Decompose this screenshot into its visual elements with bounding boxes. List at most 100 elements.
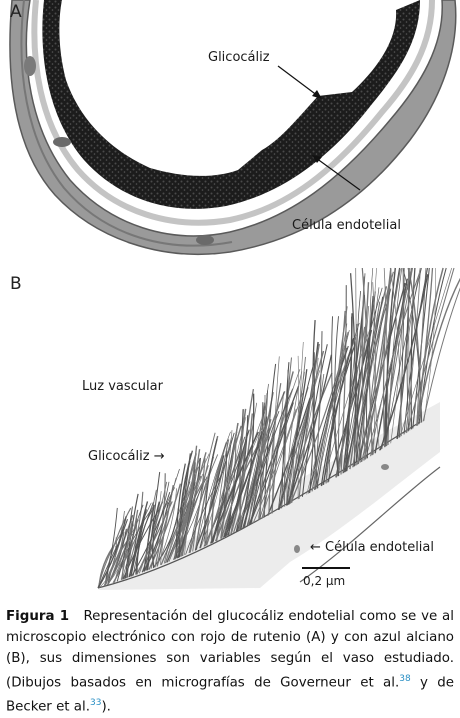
glycocalyx-fiber — [345, 313, 353, 472]
glycocalyx-fiber — [205, 452, 224, 546]
glycocalyx-fiber — [373, 267, 380, 451]
glycocalyx-fiber — [143, 504, 155, 572]
glycocalyx-fiber — [220, 422, 239, 539]
glycocalyx-fiber — [138, 481, 168, 574]
glycocalyx-fiber — [122, 509, 160, 580]
glycocalyx-fiber — [163, 481, 191, 564]
glycocalyx-fiber — [263, 368, 301, 518]
figure-label: Figura 1 — [6, 609, 70, 624]
glycocalyx-fiber — [308, 345, 349, 494]
glycocalyx-fiber — [277, 369, 289, 511]
glycocalyx-fiber — [263, 363, 277, 518]
glycocalyx-fiber — [286, 363, 315, 506]
glycocalyx-fiber — [249, 402, 294, 525]
glycocalyx-fiber — [98, 541, 117, 588]
panel-b-image — [97, 267, 460, 590]
caption-ref-38[interactable]: 38 — [399, 674, 411, 684]
glycocalyx-fiber — [352, 301, 381, 468]
glycocalyx-fiber — [298, 343, 320, 499]
glycocalyx-fiber — [233, 402, 266, 533]
glycocalyx-fiber — [328, 330, 350, 482]
caption-text-2: y de Becker et al. — [6, 675, 454, 715]
glycocalyx-fiber — [361, 269, 401, 462]
glycocalyx-fiber — [230, 413, 253, 534]
glycocalyx-fiber — [146, 471, 161, 571]
glycocalyx-fiber — [247, 419, 272, 526]
glycocalyx-fiber — [382, 267, 392, 448]
glycocalyx-fiber — [271, 371, 294, 514]
panel-b-micrograph: B Luz vascular Glicocáliz → ← Célula end… — [0, 262, 460, 595]
glycocalyx-fiber — [322, 337, 355, 485]
glycocalyx-fiber — [204, 436, 246, 547]
glycocalyx-fiber — [160, 478, 177, 566]
panel-b-letter: B — [10, 274, 22, 294]
glycocalyx-fiber — [261, 393, 303, 519]
glycocalyx-fiber — [286, 371, 303, 506]
glycocalyx-fiber — [379, 274, 429, 451]
figure-caption: Figura 1 Representación del glucocáliz e… — [6, 606, 454, 718]
glycocalyx-fiber — [355, 296, 384, 466]
glycocalyx-fiber — [374, 278, 409, 454]
glycocalyx-fiber — [248, 385, 300, 526]
glycocalyx-fiber — [120, 521, 133, 580]
glycocalyx-fiber — [242, 406, 265, 529]
panel-a-glycocalyx-label: Glicocáliz — [208, 50, 270, 65]
glycocalyx-fiber — [286, 354, 333, 506]
glycocalyx-fiber — [97, 516, 127, 589]
panel-a-image — [9, 0, 457, 255]
glycocalyx-fiber — [174, 453, 210, 560]
glycocalyx-fiber — [185, 471, 224, 555]
glycocalyx-fiber — [104, 533, 133, 586]
glycocalyx-fiber — [331, 316, 339, 477]
glycocalyx-fiber — [258, 394, 266, 520]
caption-text-3: ). — [101, 699, 111, 715]
glycocalyx-fiber — [361, 276, 367, 460]
glycocalyx-fiber — [252, 408, 297, 524]
panel-a-micrograph: A Glicocáliz Célula endotelial — [0, 0, 460, 262]
glycocalyx-fiber — [389, 267, 402, 437]
caption-text-1: Representación del glucocáliz endotelial… — [6, 609, 454, 691]
glycocalyx-fiber — [116, 506, 133, 582]
glycocalyx-fiber — [416, 267, 434, 426]
glycocalyx-fiber — [259, 392, 284, 520]
panel-b-glycocalyx-label: Glicocáliz → — [88, 449, 165, 464]
glycocalyx-fiber — [114, 519, 140, 583]
glycocalyx-fiber — [181, 452, 207, 557]
glycocalyx-fiber — [301, 344, 328, 497]
glycocalyx-fiber — [363, 269, 392, 461]
glycocalyx-fiber — [357, 271, 394, 465]
glycocalyx-fiber — [422, 287, 460, 422]
glycocalyx-fiber — [147, 487, 175, 571]
glycocalyx-fiber — [390, 267, 404, 444]
glycocalyx-fiber — [127, 504, 144, 578]
glycocalyx-fiber — [141, 481, 170, 573]
glycocalyx-fiber — [199, 455, 225, 549]
glycocalyx-fiber — [222, 421, 266, 538]
glycocalyx-fiber — [194, 432, 235, 551]
caption-ref-33[interactable]: 33 — [90, 698, 102, 709]
glycocalyx-fiber — [224, 433, 263, 537]
glycocalyx-fiber — [360, 287, 380, 463]
glycocalyx-fiber — [406, 267, 412, 432]
glycocalyx-fiber — [220, 439, 262, 539]
glycocalyx-fiber — [398, 267, 421, 438]
glycocalyx-fiber — [403, 267, 429, 435]
glycocalyx-fiber — [192, 432, 216, 552]
glycocalyx-fiber — [240, 393, 255, 530]
glycocalyx-fiber — [349, 273, 357, 467]
glycocalyx-fiber — [222, 444, 259, 538]
glycocalyx-fiber — [356, 290, 362, 463]
glycocalyx-fiber — [128, 501, 149, 578]
panel-b-scale-bar-label: 0,2 µm — [303, 574, 346, 588]
panel-b-lumen-label: Luz vascular — [82, 379, 163, 394]
glycocalyx-fiber — [136, 510, 153, 575]
panel-a-letter: A — [10, 2, 22, 22]
glycocalyx-fiber — [287, 341, 319, 505]
glycocalyx-fiber — [196, 431, 231, 550]
glycocalyx-fiber — [268, 383, 282, 515]
glycocalyx-fiber — [107, 531, 125, 585]
glycocalyx-fiber — [97, 544, 119, 589]
glycocalyx-fiber — [289, 354, 344, 504]
glycocalyx-fiber — [204, 438, 218, 546]
glycocalyx-fiber — [385, 267, 413, 446]
